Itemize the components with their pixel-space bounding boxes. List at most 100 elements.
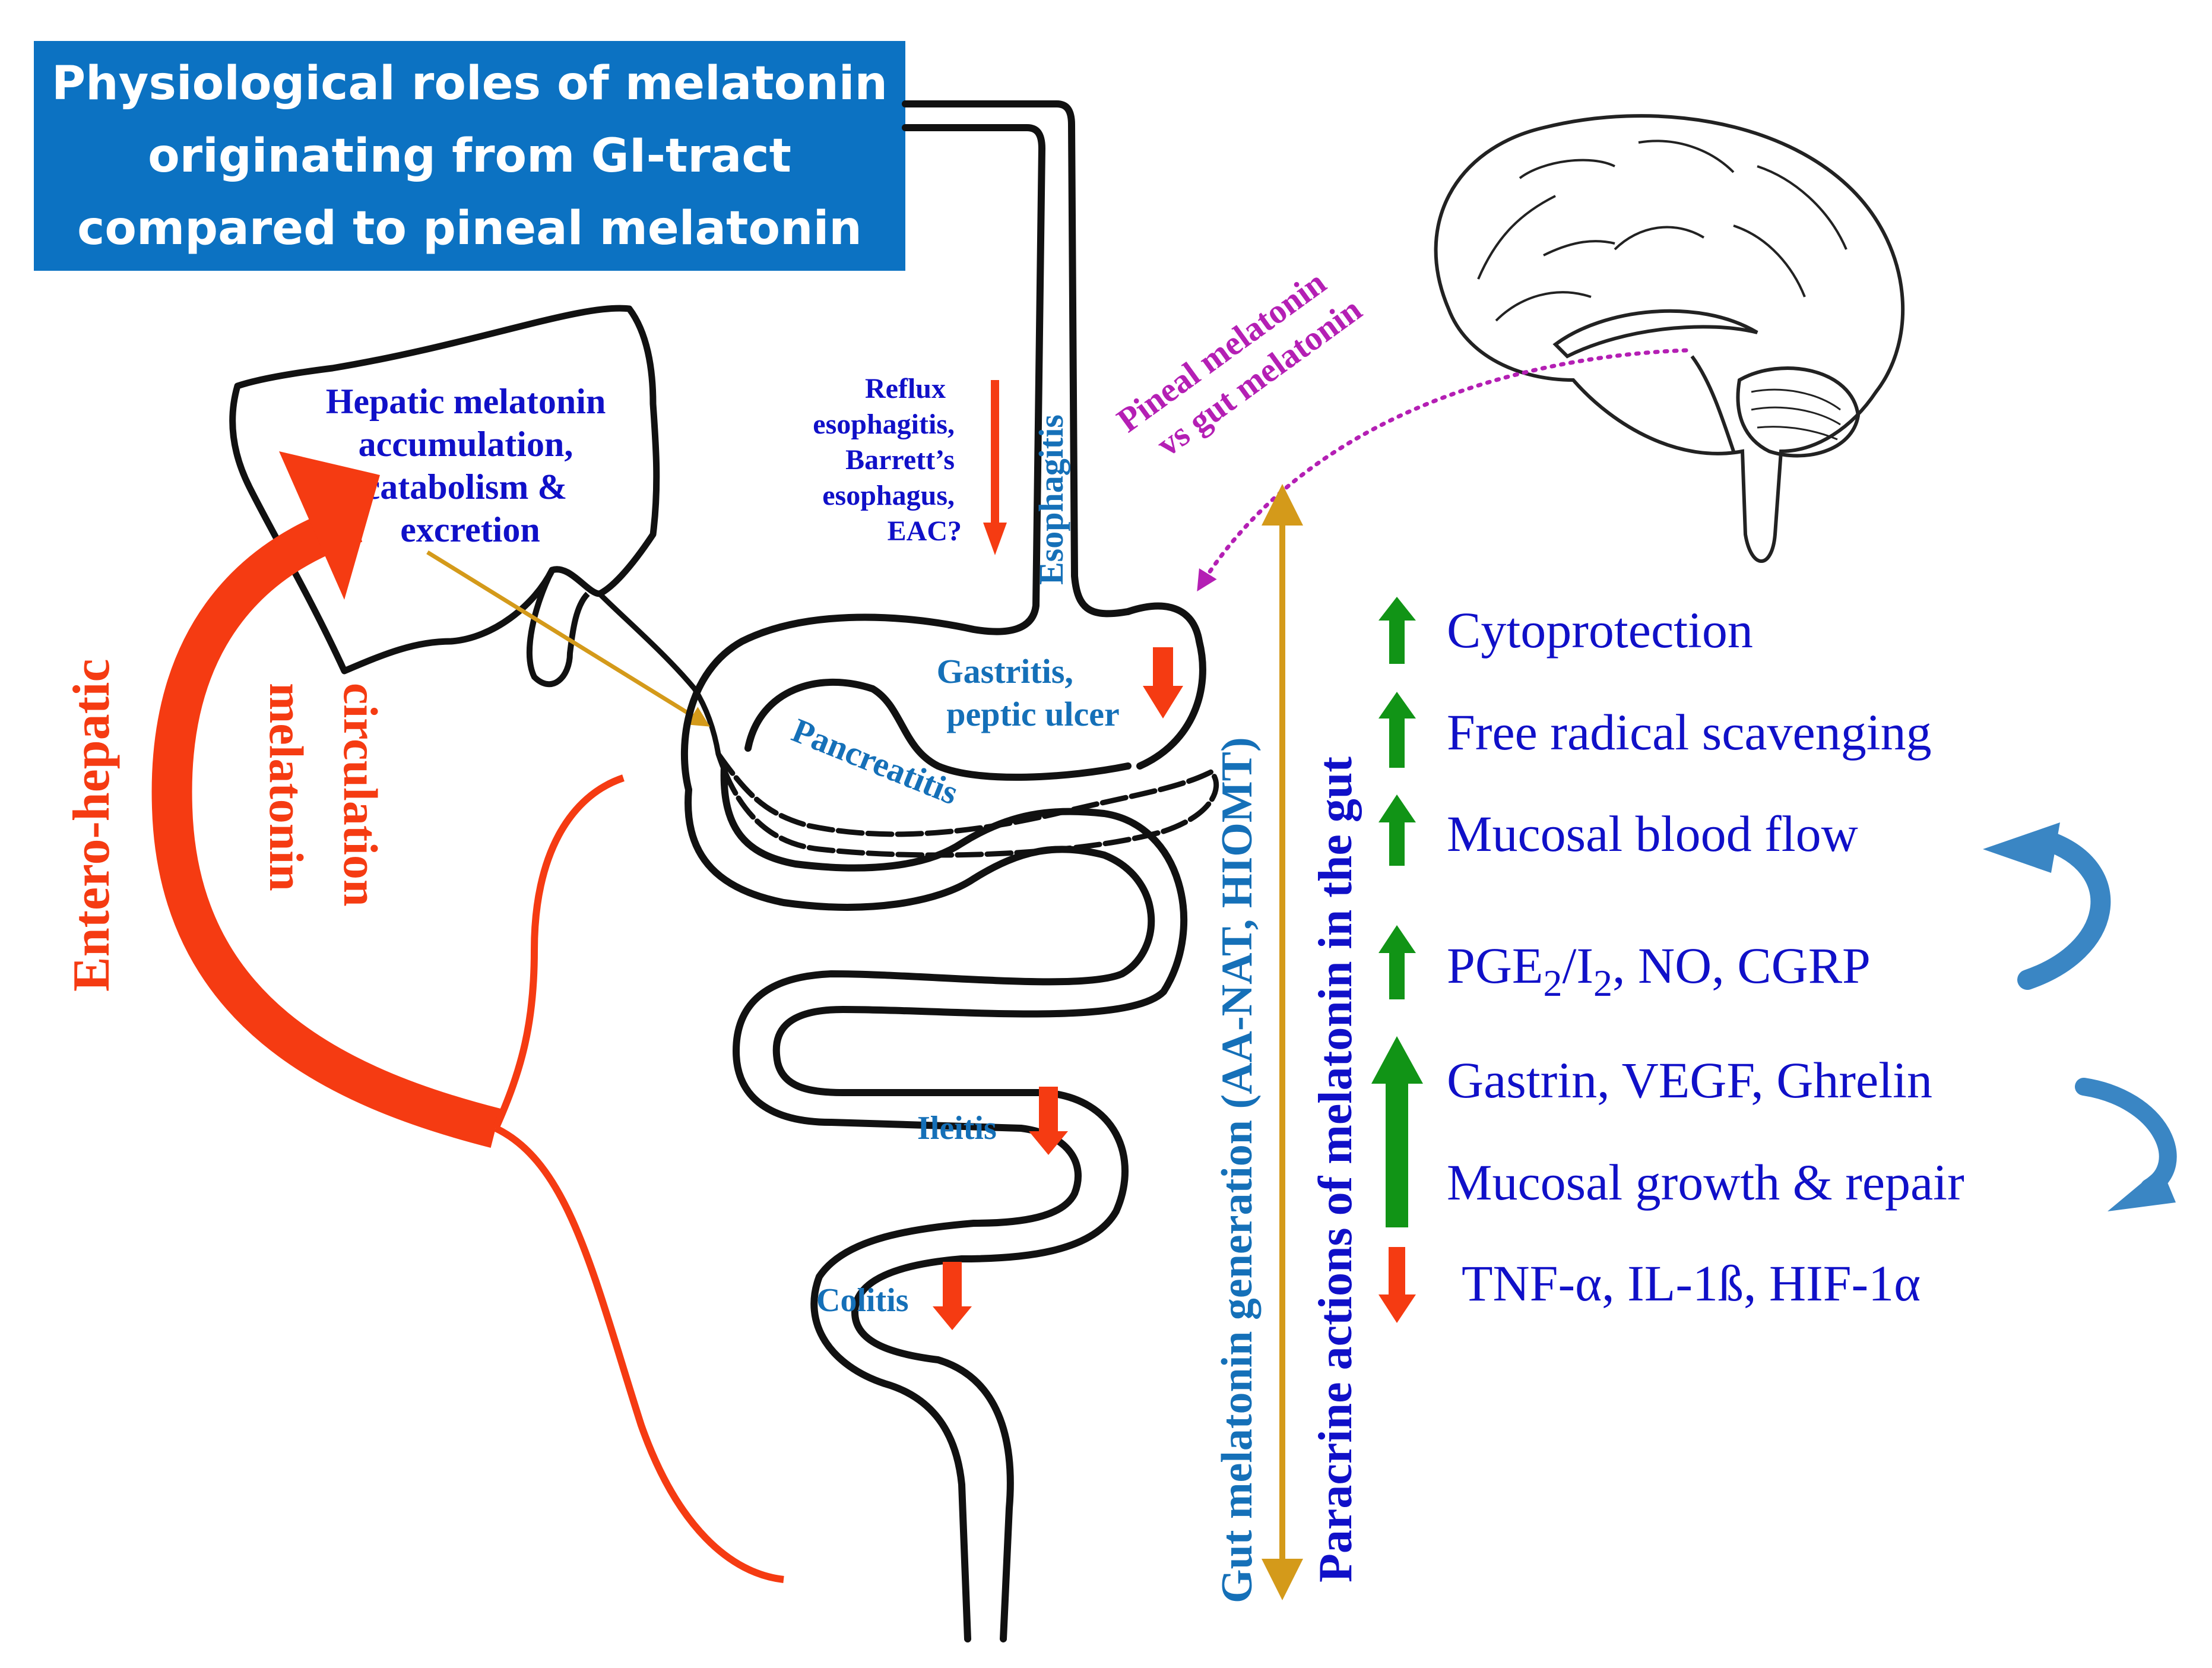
hepatic-melatonin-label: Hepatic melatonin accumulation, cataboli… — [326, 382, 615, 549]
title-line-1: Physiological roles of melatonin — [51, 56, 888, 110]
gallbladder — [526, 568, 590, 688]
gastritis-line-1: Gastritis, — [937, 652, 1073, 691]
feedback-arrow-upper — [1983, 822, 2111, 990]
esophageal-line-3: Barrett’s — [845, 444, 955, 476]
gastritis-line-2: peptic ulcer — [946, 695, 1120, 733]
effect-arrow-cytoprotection — [1378, 597, 1416, 664]
effect-arrow-pge — [1378, 925, 1416, 999]
liver-to-duodenum-arrow — [426, 550, 710, 727]
free-radical-arrow-head — [1378, 692, 1416, 719]
effect-mucosal-growth-repair: Mucosal growth & repair — [1447, 1154, 1964, 1211]
brain-gyri — [1477, 140, 1847, 322]
effect-arrow-growth — [1371, 1036, 1423, 1227]
pineal-vs-gut-label: Pineal melatonin vs gut melatonin — [1110, 255, 1368, 474]
esophageal-line-1: Reflux — [865, 373, 946, 404]
esophagus-arrow-shaft — [991, 380, 999, 534]
esophageal-line-5: EAC? — [888, 515, 962, 547]
circulation-line-2: circulation — [334, 683, 388, 907]
effect-tnf-il-hif: TNF-α, IL-1ß, HIF-1α — [1462, 1255, 1921, 1312]
entero-hepatic-arc — [151, 503, 501, 1148]
colon-arrow-shaft — [943, 1262, 962, 1309]
title-line-3: compared to pineal melatonin — [77, 201, 862, 255]
brainstem — [1690, 355, 1735, 452]
stomach-arrow-shaft — [1153, 647, 1173, 689]
circulation-line-1: melatonin — [259, 683, 313, 891]
effects-list: Cytoprotection Free radical scavenging M… — [1447, 602, 1964, 1312]
pineal-to-gut-dotted-arrow — [1197, 348, 1688, 591]
esophagitis-label: Esophagitis — [1032, 414, 1070, 585]
effect-gastrin-vegf-ghrelin: Gastrin, VEGF, Ghrelin — [1447, 1052, 1932, 1109]
hepatic-label-line-2: accumulation, — [359, 425, 573, 464]
blood-flow-arrow-head — [1378, 795, 1416, 822]
colon-arrow-head — [933, 1306, 972, 1330]
corpus-callosum — [1552, 309, 1758, 359]
title-line-2: originating from GI-tract — [148, 129, 791, 183]
effect-free-radical-scavenging: Free radical scavenging — [1447, 704, 1932, 761]
ileitis-label: Ileitis — [917, 1110, 997, 1147]
upper-feedback-curve — [2017, 833, 2111, 990]
cytoprotection-arrow-shaft — [1389, 619, 1405, 664]
effect-arrow-free-radical — [1378, 692, 1416, 768]
title-box: Physiological roles of melatonin origina… — [34, 41, 905, 271]
portal-return-line-upper — [492, 774, 625, 1130]
stomach-inner — [744, 678, 1132, 781]
cerebellum — [1736, 366, 1861, 458]
melatonin-circulation-label: melatonin circulation — [259, 683, 388, 907]
stomach-arrow-head — [1143, 686, 1183, 719]
esophageal-line-4: esophagus, — [822, 480, 955, 511]
gi-tract-outline — [680, 100, 1219, 1642]
effect-pge-no-cgrp: PGE2/I2, NO, CGRP — [1447, 937, 1871, 1004]
effect-mucosal-blood-flow: Mucosal blood flow — [1447, 805, 1858, 862]
colon-decrease-arrow — [933, 1262, 972, 1330]
hepatic-label-line-4: excretion — [400, 510, 540, 549]
hepatic-label-line-3: catabolism & — [365, 467, 568, 507]
esophageal-line-2: esophagitis, — [813, 409, 955, 440]
esophagus-arrow-head — [983, 523, 1007, 555]
entero-hepatic-arrowhead — [279, 451, 380, 600]
brain-outline — [1434, 114, 1905, 563]
bile-duct — [597, 591, 721, 755]
paracrine-actions-label: Paracrine actions of melatonin in the gu… — [1310, 757, 1362, 1582]
hepatic-label-line-1: Hepatic melatonin — [326, 382, 606, 421]
ileum-arrow-head — [1029, 1131, 1068, 1155]
cytokines-arrow-head — [1378, 1294, 1416, 1323]
effect-arrow-cytokines — [1378, 1247, 1416, 1323]
gut-generation-label: Gut melatonin generation (AA-NAT, HIOMT) — [1213, 737, 1262, 1603]
cytokines-arrow-shaft — [1389, 1247, 1405, 1297]
free-radical-arrow-shaft — [1389, 717, 1405, 768]
esophagus-wall-inner — [680, 124, 1045, 793]
blood-flow-arrow-shaft — [1389, 821, 1405, 866]
pancreas — [715, 751, 1219, 858]
ileum-decrease-arrow — [1029, 1087, 1068, 1155]
feedback-arrow-lower — [2075, 1078, 2177, 1211]
effect-arrows — [1371, 597, 1423, 1323]
stomach-decrease-arrow — [1143, 647, 1183, 719]
esophagus-wall-outer — [902, 100, 1206, 770]
intestine-wall-left — [684, 786, 1155, 1642]
pancreatitis-label: Pancreatitis — [787, 711, 964, 812]
esophagus-decrease-arrow — [983, 380, 1007, 555]
growth-arrow-shaft — [1386, 1082, 1408, 1227]
lower-feedback-head — [2108, 1167, 2176, 1211]
pge-part-1: PGE — [1447, 937, 1543, 994]
pge-sub-1: 2 — [1543, 962, 1562, 1004]
pge-arrow-shaft — [1389, 952, 1405, 999]
effect-arrow-blood-flow — [1378, 795, 1416, 866]
gastritis-label: Gastritis, peptic ulcer — [937, 652, 1120, 733]
pge-sub-2: 2 — [1593, 962, 1612, 1004]
upper-feedback-head — [1983, 822, 2060, 873]
portal-return-line-lower — [494, 1125, 784, 1583]
brain-drawing — [1434, 114, 1905, 563]
pge-part-2: /I — [1562, 937, 1593, 994]
entero-hepatic-label: Entero-hepatic — [63, 659, 121, 992]
cerebellum-folia — [1751, 388, 1841, 441]
effect-cytoprotection: Cytoprotection — [1447, 602, 1753, 659]
pge-part-3: , NO, CGRP — [1612, 937, 1871, 994]
ileum-arrow-shaft — [1039, 1087, 1058, 1134]
intestine-wall-right — [720, 762, 1188, 1642]
esophageal-diseases-label: Reflux esophagitis, Barrett’s esophagus,… — [813, 373, 962, 547]
pge-arrow-head — [1378, 925, 1416, 953]
cytoprotection-arrow-head — [1378, 597, 1416, 621]
colitis-label: Colitis — [816, 1282, 909, 1319]
